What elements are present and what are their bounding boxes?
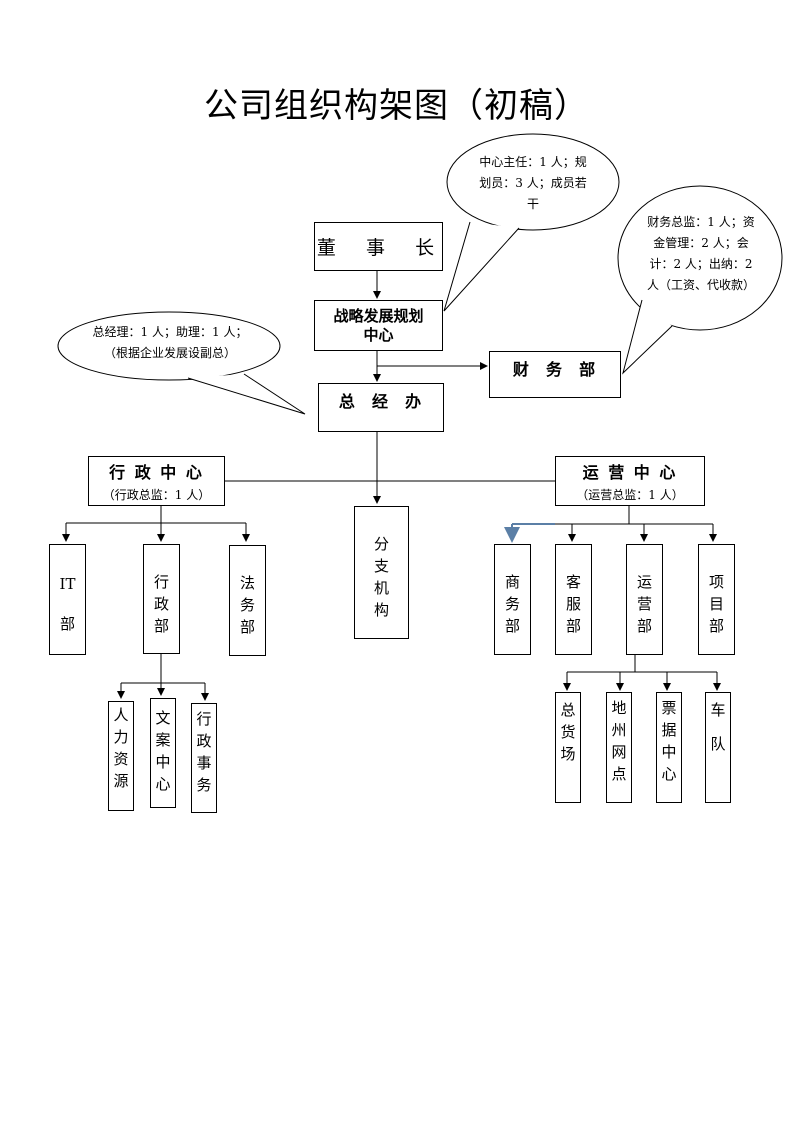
admin-center-box: 行 政 中 心 （行政总监：1 人） (88, 456, 225, 506)
box-char: 客 (565, 573, 581, 591)
sub-box-hr: 人力资源 (108, 701, 134, 811)
box-char: 营 (636, 595, 652, 613)
box-char: 中 (155, 753, 171, 771)
sub-box-yard: 总货场 (555, 692, 581, 803)
sub-box-fleet: 车队 (705, 692, 731, 803)
box-char: 票 (661, 699, 677, 717)
sub-box-copy: 文案中心 (150, 698, 176, 808)
admin-center-title: 行 政 中 心 (109, 463, 204, 482)
box-char: IT (59, 575, 76, 593)
page-title: 公司组织构架图（初稿） (204, 86, 589, 126)
dept-box-project: 项目部 (698, 544, 735, 655)
sub-box-outlets: 地州网点 (606, 692, 632, 803)
gm-office-box: 总 经 办 (318, 383, 444, 432)
box-char: 部 (239, 618, 255, 636)
dept-box-business: 商务部 (494, 544, 531, 655)
dept-box-service: 客服部 (555, 544, 592, 655)
box-char: 部 (59, 615, 75, 633)
chairman-box: 董 事 长 (314, 222, 443, 271)
box-char: 心 (155, 775, 171, 793)
finance-callout-text: 财务总监：1 人；资金管理：2 人；会计：2 人；出纳：2 人（工资、代收款） (646, 215, 755, 292)
sub-box-tickets: 票据中心 (656, 692, 682, 803)
box-char: 部 (708, 617, 724, 635)
branch-box: 分支机构 (354, 506, 409, 639)
box-char: 部 (636, 617, 652, 635)
box-char: 支 (373, 557, 389, 575)
box-char: 资 (113, 750, 129, 768)
box-char: 行 (153, 573, 169, 591)
box-char: 部 (504, 617, 520, 635)
strategy-center-label: 战略发展规划中心 (333, 306, 424, 344)
box-char: 政 (153, 595, 169, 613)
dept-box-it: IT 部 (49, 544, 86, 655)
dept-box-admin: 行政部 (143, 544, 180, 654)
box-char: 运 (636, 573, 652, 591)
box-char: 网 (611, 743, 627, 761)
box-char: 队 (710, 735, 726, 753)
box-char: 人 (113, 706, 129, 724)
box-char: 文 (155, 709, 171, 727)
box-char: 源 (113, 772, 129, 790)
ops-center-title: 运 营 中 心 (582, 463, 678, 482)
box-char: 商 (504, 573, 520, 591)
box-char: 机 (373, 579, 389, 597)
box-char: 服 (565, 595, 581, 613)
finance-callout-bubble (617, 185, 783, 331)
box-char: 案 (155, 731, 171, 749)
finance-box: 财 务 部 (489, 351, 621, 398)
ops-center-note: （运营总监：1 人） (576, 488, 684, 502)
box-char: 事 (196, 754, 212, 772)
box-char: 务 (196, 776, 212, 794)
box-char: 力 (113, 728, 129, 746)
box-char: 总 (560, 701, 576, 719)
box-char: 货 (560, 723, 576, 741)
box-char: 据 (661, 721, 677, 739)
box-char: 部 (153, 617, 169, 635)
box-char: 务 (504, 595, 520, 613)
box-char: 项 (708, 573, 724, 591)
gm-callout-text: 总经理：1 人；助理：1 人；（根据企业发展设副总） (92, 325, 248, 360)
box-char: 目 (708, 595, 724, 613)
dept-box-operations: 运营部 (626, 544, 663, 655)
box-char: 法 (239, 574, 255, 592)
box-char: 场 (560, 745, 576, 763)
box-char: 构 (373, 601, 389, 619)
admin-center-note: （行政总监：1 人） (102, 488, 211, 502)
strategy-center-box: 战略发展规划中心 (314, 300, 443, 351)
ops-center-box: 运 营 中 心 （运营总监：1 人） (555, 456, 705, 506)
box-char: 心 (661, 765, 677, 783)
box-char: 分 (373, 535, 389, 553)
box-char: 中 (661, 743, 677, 761)
box-char: 行 (196, 710, 212, 728)
box-char: 州 (611, 721, 627, 739)
dept-box-legal: 法务部 (229, 545, 266, 656)
box-char: 务 (239, 596, 255, 614)
sub-box-affairs: 行政事务 (191, 703, 217, 813)
box-char: 部 (565, 617, 581, 635)
box-char: 政 (196, 732, 212, 750)
box-char: 车 (710, 701, 726, 719)
strategy-callout-bubble (446, 133, 620, 231)
box-char: 地 (611, 699, 627, 717)
gm-callout-bubble (57, 311, 281, 381)
strategy-callout-text: 中心主任：1 人；规划员：3 人；成员若干 (479, 155, 587, 211)
box-char: 点 (611, 765, 627, 783)
